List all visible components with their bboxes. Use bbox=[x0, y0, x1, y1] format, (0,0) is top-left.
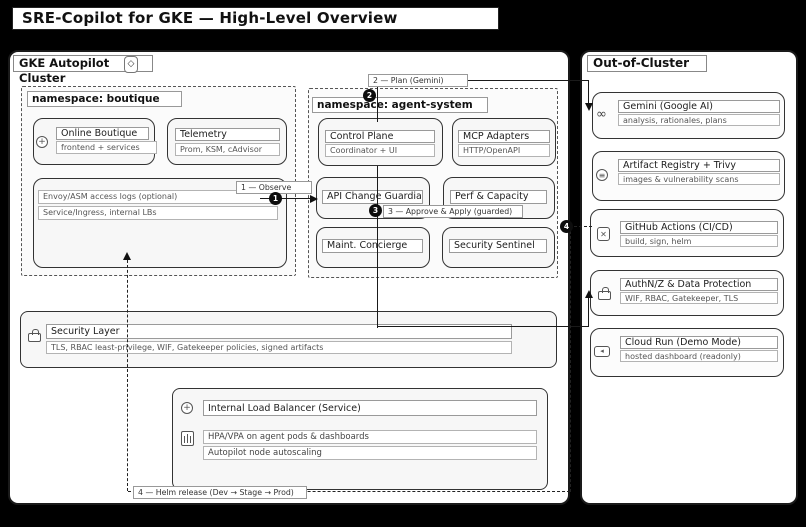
edge1-badge: 1 bbox=[269, 192, 282, 205]
github-actions-subtitle: build, sign, helm bbox=[620, 235, 778, 247]
telemetry-box bbox=[167, 118, 287, 165]
cloud-run-play-icon: ◂ bbox=[594, 346, 610, 357]
edge1-line bbox=[260, 198, 312, 199]
cloud-run-title: Cloud Run (Demo Mode) bbox=[620, 336, 778, 349]
namespace-agent-system-label: namespace: agent-system bbox=[312, 97, 488, 113]
maint-concierge-title: Maint. Concierge bbox=[322, 239, 423, 253]
edge2-label: 2 — Plan (Gemini) bbox=[368, 74, 468, 87]
page-title: SRE-Copilot for GKE — High-Level Overvie… bbox=[12, 7, 499, 30]
edge2-line-v1 bbox=[377, 80, 378, 122]
gemini-title: Gemini (Google AI) bbox=[618, 100, 780, 113]
edge3-line-v1 bbox=[377, 166, 378, 328]
mesh-access-logs: Envoy/ASM access logs (optional) bbox=[38, 190, 278, 204]
edge3-line-h bbox=[377, 326, 589, 327]
registry-lines-icon: ≡ bbox=[596, 169, 608, 181]
authnz-title: AuthN/Z & Data Protection bbox=[620, 278, 778, 291]
edge4-dash-v2 bbox=[127, 260, 128, 491]
mesh-service-ingress: Service/Ingress, internal LBs bbox=[38, 206, 278, 220]
edge2-arrow-down-icon bbox=[585, 103, 593, 111]
edge4-dash-v1 bbox=[570, 226, 571, 492]
edge4-dash-h1 bbox=[574, 226, 592, 227]
gemini-subtitle: analysis, rationales, plans bbox=[618, 114, 780, 126]
lock-icon bbox=[28, 329, 41, 342]
internal-load-balancer: Internal Load Balancer (Service) bbox=[203, 400, 537, 416]
api-change-guardian-title: API Change Guardian bbox=[322, 190, 423, 204]
telemetry-subtitle: Prom, KSM, cAdvisor bbox=[175, 143, 280, 156]
security-layer-title: Security Layer bbox=[46, 324, 512, 339]
ilb-plus-icon: + bbox=[181, 402, 193, 414]
security-layer-subtitle: TLS, RBAC least-privilege, WIF, Gatekeep… bbox=[46, 341, 512, 354]
edge4-dash-h2 bbox=[128, 491, 570, 492]
online-boutique-title: Online Boutique bbox=[56, 127, 149, 140]
control-plane-title: Control Plane bbox=[325, 130, 435, 143]
artifact-registry-subtitle: images & vulnerability scans bbox=[618, 173, 780, 185]
authnz-subtitle: WIF, RBAC, Gatekeeper, TLS bbox=[620, 292, 778, 304]
workload-plus-icon: + bbox=[36, 136, 48, 148]
edge3-line-v2 bbox=[588, 296, 589, 327]
edge4-badge: 4 bbox=[560, 220, 573, 233]
edge2-line-h bbox=[377, 80, 589, 81]
authnz-lock-icon bbox=[598, 287, 611, 300]
github-actions-title: GitHub Actions (CI/CD) bbox=[620, 221, 778, 234]
telemetry-title: Telemetry bbox=[175, 128, 280, 141]
edge3-badge: 3 bbox=[369, 204, 382, 217]
cloud-run-subtitle: hosted dashboard (readonly) bbox=[620, 350, 778, 362]
online-boutique-subtitle: frontend + services bbox=[56, 141, 157, 154]
perf-capacity-title: Perf & Capacity bbox=[450, 190, 547, 204]
autoscaler-meter-icon bbox=[181, 431, 194, 446]
out-of-cluster-label: Out-of-Cluster bbox=[587, 55, 707, 72]
node-autoscaling: Autopilot node autoscaling bbox=[203, 446, 537, 460]
edge3-arrow-up-icon bbox=[585, 290, 593, 298]
kubernetes-diamond-icon: ◇ bbox=[124, 56, 138, 73]
github-cross-icon: ✕ bbox=[597, 227, 610, 241]
control-plane-subtitle: Coordinator + UI bbox=[325, 144, 435, 157]
edge1-arrow-right-icon bbox=[310, 195, 318, 203]
security-sentinel-title: Security Sentinel bbox=[449, 239, 547, 253]
gemini-infinity-icon: ∞ bbox=[596, 107, 607, 122]
security-layer-box bbox=[20, 311, 557, 368]
edge3-label: 3 — Approve & Apply (guarded) bbox=[383, 205, 523, 218]
gke-cluster-label: GKE Autopilot Cluster bbox=[13, 55, 153, 85]
edge2-badge: 2 bbox=[363, 89, 376, 102]
mcp-adapters-title: MCP Adapters bbox=[458, 130, 550, 143]
mcp-adapters-subtitle: HTTP/OpenAPI bbox=[458, 144, 550, 157]
artifact-registry-title: Artifact Registry + Trivy bbox=[618, 159, 780, 172]
namespace-boutique-label: namespace: boutique bbox=[27, 91, 182, 107]
edge4-label: 4 — Helm release (Dev → Stage → Prod) bbox=[133, 486, 307, 499]
edge4-arrow-up-icon bbox=[123, 252, 131, 260]
edge2-line-v2 bbox=[588, 80, 589, 105]
hpa-vpa: HPA/VPA on agent pods & dashboards bbox=[203, 430, 537, 444]
